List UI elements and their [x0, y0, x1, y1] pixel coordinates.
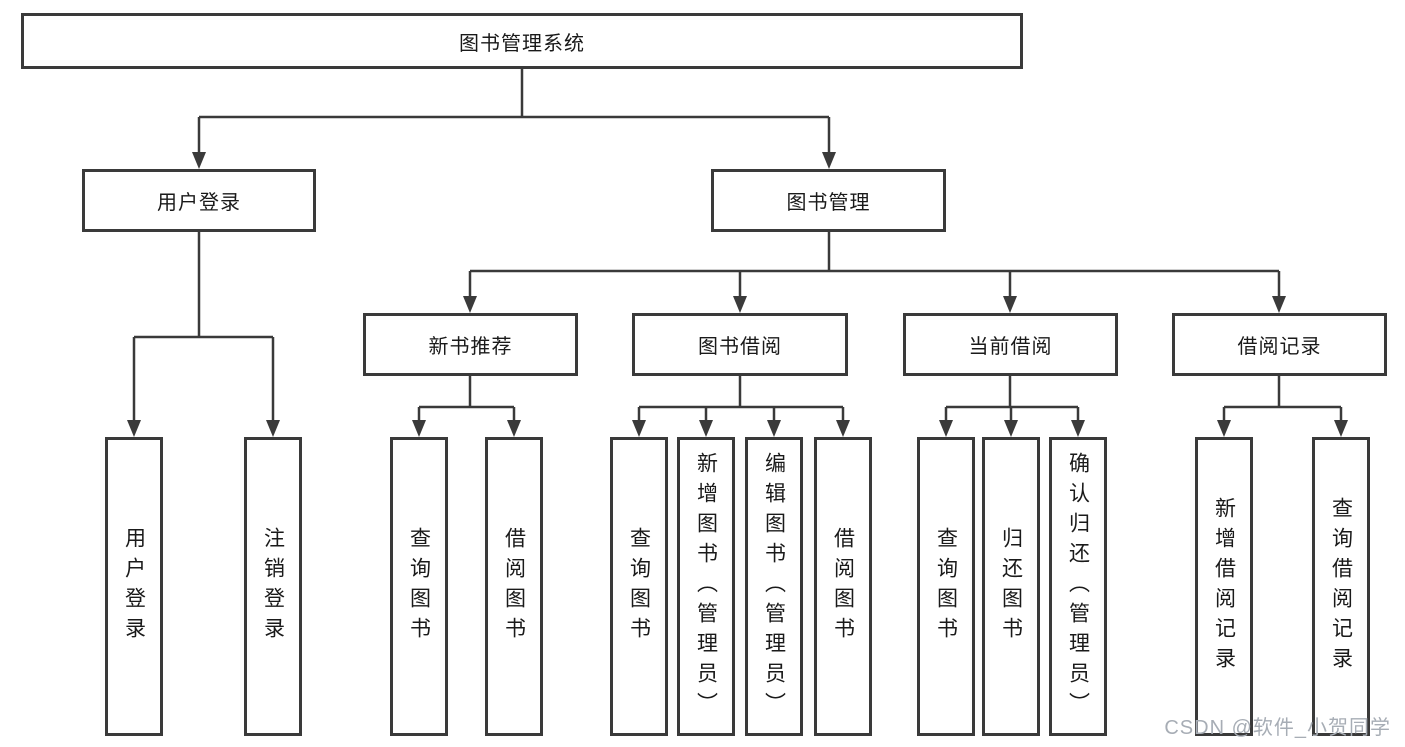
leaf-query-borrow-record: 查询借阅记录 — [1312, 437, 1370, 736]
node-borrow-records: 借阅记录 — [1172, 313, 1387, 376]
leaf-borrow-books-recommend: 借阅图书 — [485, 437, 543, 736]
leaf-query-books-current: 查询图书 — [917, 437, 975, 736]
leaf-borrow-books-recommend-label: 借阅图书 — [502, 526, 526, 647]
leaf-query-books-recommend-label: 查询图书 — [407, 526, 431, 647]
leaf-user-login-label: 用户登录 — [122, 526, 146, 647]
node-current-borrow: 当前借阅 — [903, 313, 1118, 376]
csdn-watermark: CSDN @软件_小贺同学 — [1164, 717, 1391, 739]
leaf-confirm-return-admin: 确认归还（管理员） — [1049, 437, 1107, 736]
leaf-add-books-admin: 新增图书（管理员） — [677, 437, 735, 736]
leaf-borrow-books: 借阅图书 — [814, 437, 872, 736]
leaf-return-books: 归还图书 — [982, 437, 1040, 736]
leaf-add-books-admin-label: 新增图书（管理员） — [694, 451, 718, 722]
leaf-add-borrow-record: 新增借阅记录 — [1195, 437, 1253, 736]
leaf-borrow-books-label: 借阅图书 — [831, 526, 855, 647]
node-book-borrow: 图书借阅 — [632, 313, 848, 376]
node-root-system: 图书管理系统 — [21, 13, 1023, 69]
leaf-user-login: 用户登录 — [105, 437, 163, 736]
leaf-logout-label: 注销登录 — [261, 526, 285, 647]
leaf-query-borrow-record-label: 查询借阅记录 — [1329, 496, 1353, 677]
leaf-add-borrow-record-label: 新增借阅记录 — [1212, 496, 1236, 677]
leaf-confirm-return-admin-label: 确认归还（管理员） — [1066, 451, 1090, 722]
node-book-management: 图书管理 — [711, 169, 946, 232]
node-new-book-recommend: 新书推荐 — [363, 313, 578, 376]
leaf-edit-books-admin: 编辑图书（管理员） — [745, 437, 803, 736]
leaf-query-books-borrow: 查询图书 — [610, 437, 668, 736]
leaf-edit-books-admin-label: 编辑图书（管理员） — [762, 451, 786, 722]
leaf-query-books-borrow-label: 查询图书 — [627, 526, 651, 647]
leaf-logout: 注销登录 — [244, 437, 302, 736]
leaf-return-books-label: 归还图书 — [999, 526, 1023, 647]
leaf-query-books-recommend: 查询图书 — [390, 437, 448, 736]
leaf-query-books-current-label: 查询图书 — [934, 526, 958, 647]
node-user-login: 用户登录 — [82, 169, 316, 232]
